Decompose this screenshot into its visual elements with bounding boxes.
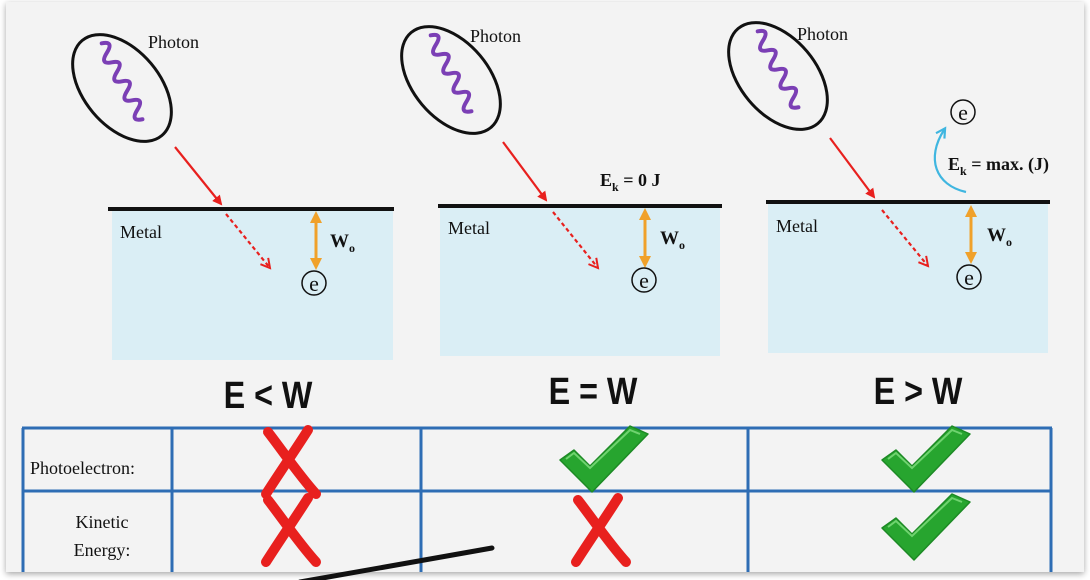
electron-symbol: e xyxy=(309,271,319,296)
electron-icon xyxy=(956,264,982,290)
check-mark-icon xyxy=(881,493,971,561)
marks-layer xyxy=(261,425,971,567)
electron-symbol: e xyxy=(639,268,649,293)
transmitted-ray xyxy=(881,209,928,266)
check-mark-icon xyxy=(559,425,649,493)
photon-ellipse xyxy=(727,21,829,131)
photon-wave-icon xyxy=(99,40,145,122)
cross-mark-icon xyxy=(261,493,321,567)
cross-mark-icon xyxy=(261,425,321,499)
ejected-electron-path xyxy=(933,130,967,194)
cross-mark-icon xyxy=(571,493,631,567)
metal-block xyxy=(112,210,393,360)
pen-stroke xyxy=(298,545,495,580)
incident-ray xyxy=(829,137,876,199)
ejected-electron-symbol: e xyxy=(958,100,968,125)
kinetic-energy-label: Ek = 0 J xyxy=(600,170,660,194)
photon-label: Photon xyxy=(148,32,199,52)
transmitted-ray xyxy=(225,213,270,268)
row-label-kinetic-line-1: Kinetic xyxy=(76,512,129,532)
panel-1: Photon Metal Wo e E < W xyxy=(71,32,394,417)
metal-label: Metal xyxy=(120,222,162,242)
panel-3: Photon Metal Wo e e Ek = max. (J) E > W xyxy=(727,21,1050,413)
metal-block xyxy=(768,203,1048,353)
condition-label: E = W xyxy=(549,371,638,413)
photon-label: Photon xyxy=(797,24,848,44)
photon-ellipse xyxy=(71,33,173,143)
photon-wave-icon xyxy=(755,28,801,110)
electron-icon xyxy=(301,270,327,296)
ejected-electron-icon xyxy=(950,99,976,125)
metal-label: Metal xyxy=(776,216,818,236)
kinetic-energy-label: Ek = max. (J) xyxy=(948,154,1049,178)
photon-wave-icon xyxy=(428,32,474,114)
work-function-label: Wo xyxy=(987,225,1012,249)
electron-icon xyxy=(631,267,657,293)
transmitted-ray xyxy=(552,211,598,268)
electron-symbol: e xyxy=(964,265,974,290)
condition-label: E < W xyxy=(224,375,313,417)
incident-ray xyxy=(174,146,223,206)
incident-ray xyxy=(502,141,548,202)
photon-label: Photon xyxy=(470,26,521,46)
metal-label: Metal xyxy=(448,218,490,238)
condition-label: E > W xyxy=(874,371,963,413)
panel-2: Photon Metal Wo e Ek = 0 J E = W xyxy=(400,25,722,413)
row-label-kinetic-line-2: Energy: xyxy=(74,540,131,560)
metal-block xyxy=(440,206,720,356)
row-label-photoelectron: Photoelectron: xyxy=(30,458,135,478)
work-function-label: Wo xyxy=(660,228,685,252)
work-function-label: Wo xyxy=(330,231,355,255)
photon-ellipse xyxy=(400,25,502,135)
comparison-table: Photoelectron: Kinetic Energy: xyxy=(21,425,1053,572)
check-mark-icon xyxy=(881,425,971,493)
